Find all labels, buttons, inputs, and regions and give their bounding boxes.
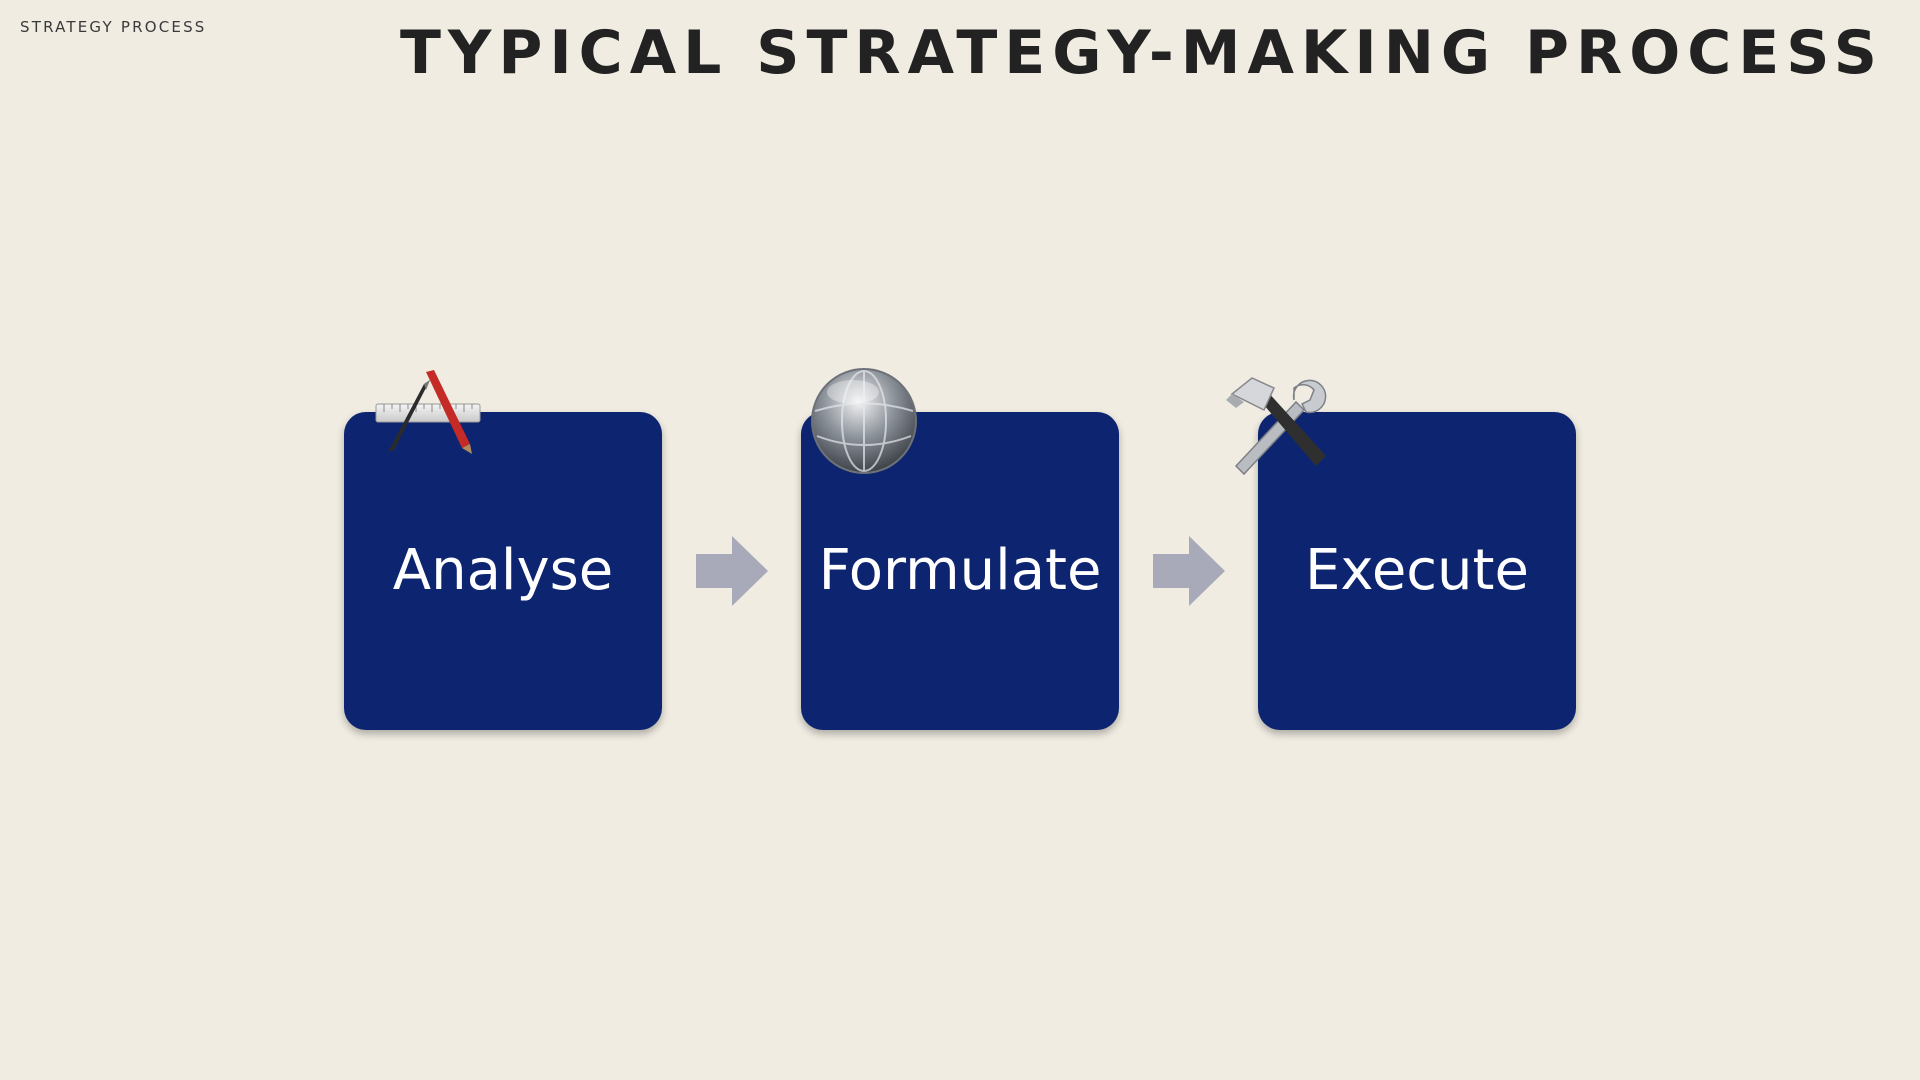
right-arrow-icon	[696, 536, 768, 606]
globe-sphere-icon	[811, 368, 917, 474]
step-box-execute: Execute	[1258, 412, 1576, 730]
slide-title: TYPICAL STRATEGY-MAKING PROCESS	[399, 18, 1884, 88]
pen-brush-ruler-icon	[375, 370, 481, 454]
step-box-analyse: Analyse	[344, 412, 662, 730]
right-arrow-icon	[1153, 536, 1225, 606]
step-label-formulate: Formulate	[818, 537, 1102, 603]
step-label-execute: Execute	[1305, 537, 1529, 603]
hammer-wrench-icon	[1226, 377, 1327, 476]
step-label-analyse: Analyse	[392, 537, 614, 603]
section-label: STRATEGY PROCESS	[20, 18, 207, 36]
